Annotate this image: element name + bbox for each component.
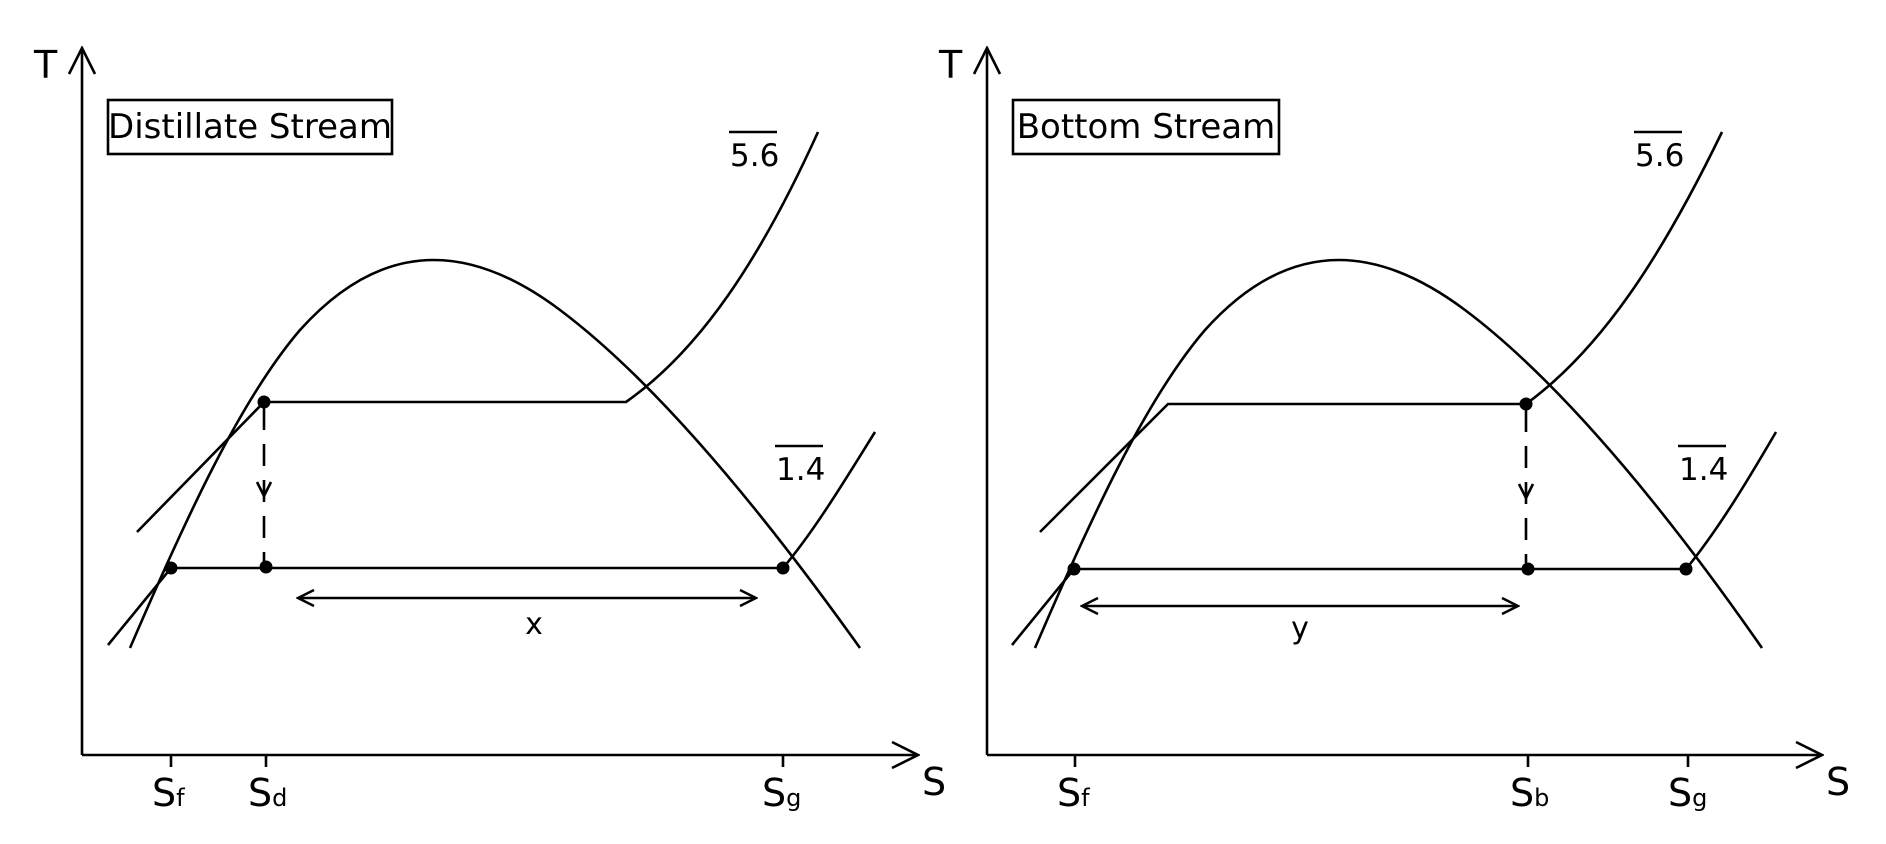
- stream-label-box: [1011, 98, 1281, 156]
- state-point-sg: [1679, 562, 1693, 576]
- s-axis-label: S: [922, 760, 946, 804]
- state-point-saturated-liquid-high: [257, 395, 271, 409]
- state-point-sb: [1521, 562, 1535, 576]
- s-axis-label: S: [1826, 760, 1850, 804]
- span-label: y: [1291, 611, 1309, 646]
- bottom-panel: T S Bottom Stream 5.6 1.4 y Sf: [938, 43, 1850, 815]
- tick-label-sg: Sg: [1668, 771, 1707, 815]
- stream-label: Distillate Stream: [108, 107, 392, 147]
- low-pressure-label: 1.4: [1679, 452, 1728, 488]
- state-point-saturated-vapor-high: [1519, 397, 1533, 411]
- tick-label-sf: Sf: [152, 771, 185, 815]
- state-point-sd: [259, 560, 273, 574]
- t-axis-label: T: [938, 43, 963, 87]
- stream-label-box: [106, 98, 394, 156]
- state-point-sf: [164, 561, 178, 575]
- high-pressure-label: 5.6: [730, 138, 779, 174]
- span-label: x: [525, 607, 543, 642]
- high-pressure-label: 5.6: [1635, 138, 1684, 174]
- low-pressure-label: 1.4: [776, 452, 825, 488]
- tick-label-sd: Sd: [248, 771, 287, 815]
- tick-label-sb: Sb: [1510, 771, 1549, 815]
- state-point-sg: [776, 561, 790, 575]
- saturation-dome: [1033, 258, 1764, 649]
- high-pressure-isobar: [1039, 131, 1724, 533]
- high-pressure-isobar: [136, 131, 820, 533]
- t-axis-label: T: [33, 43, 58, 87]
- down-arrow-icon: [1517, 483, 1535, 501]
- tick-label-sf: Sf: [1057, 771, 1090, 815]
- low-pressure-isobar: [1010, 431, 1778, 646]
- distillate-panel: T S Distillate Stream 5.6 1.4 x: [33, 43, 946, 815]
- down-arrow-icon: [255, 481, 273, 499]
- tick-label-sg: Sg: [762, 771, 801, 815]
- state-point-sf: [1067, 562, 1081, 576]
- saturation-dome: [128, 258, 862, 649]
- low-pressure-isobar: [106, 431, 877, 646]
- stream-label: Bottom Stream: [1017, 107, 1276, 147]
